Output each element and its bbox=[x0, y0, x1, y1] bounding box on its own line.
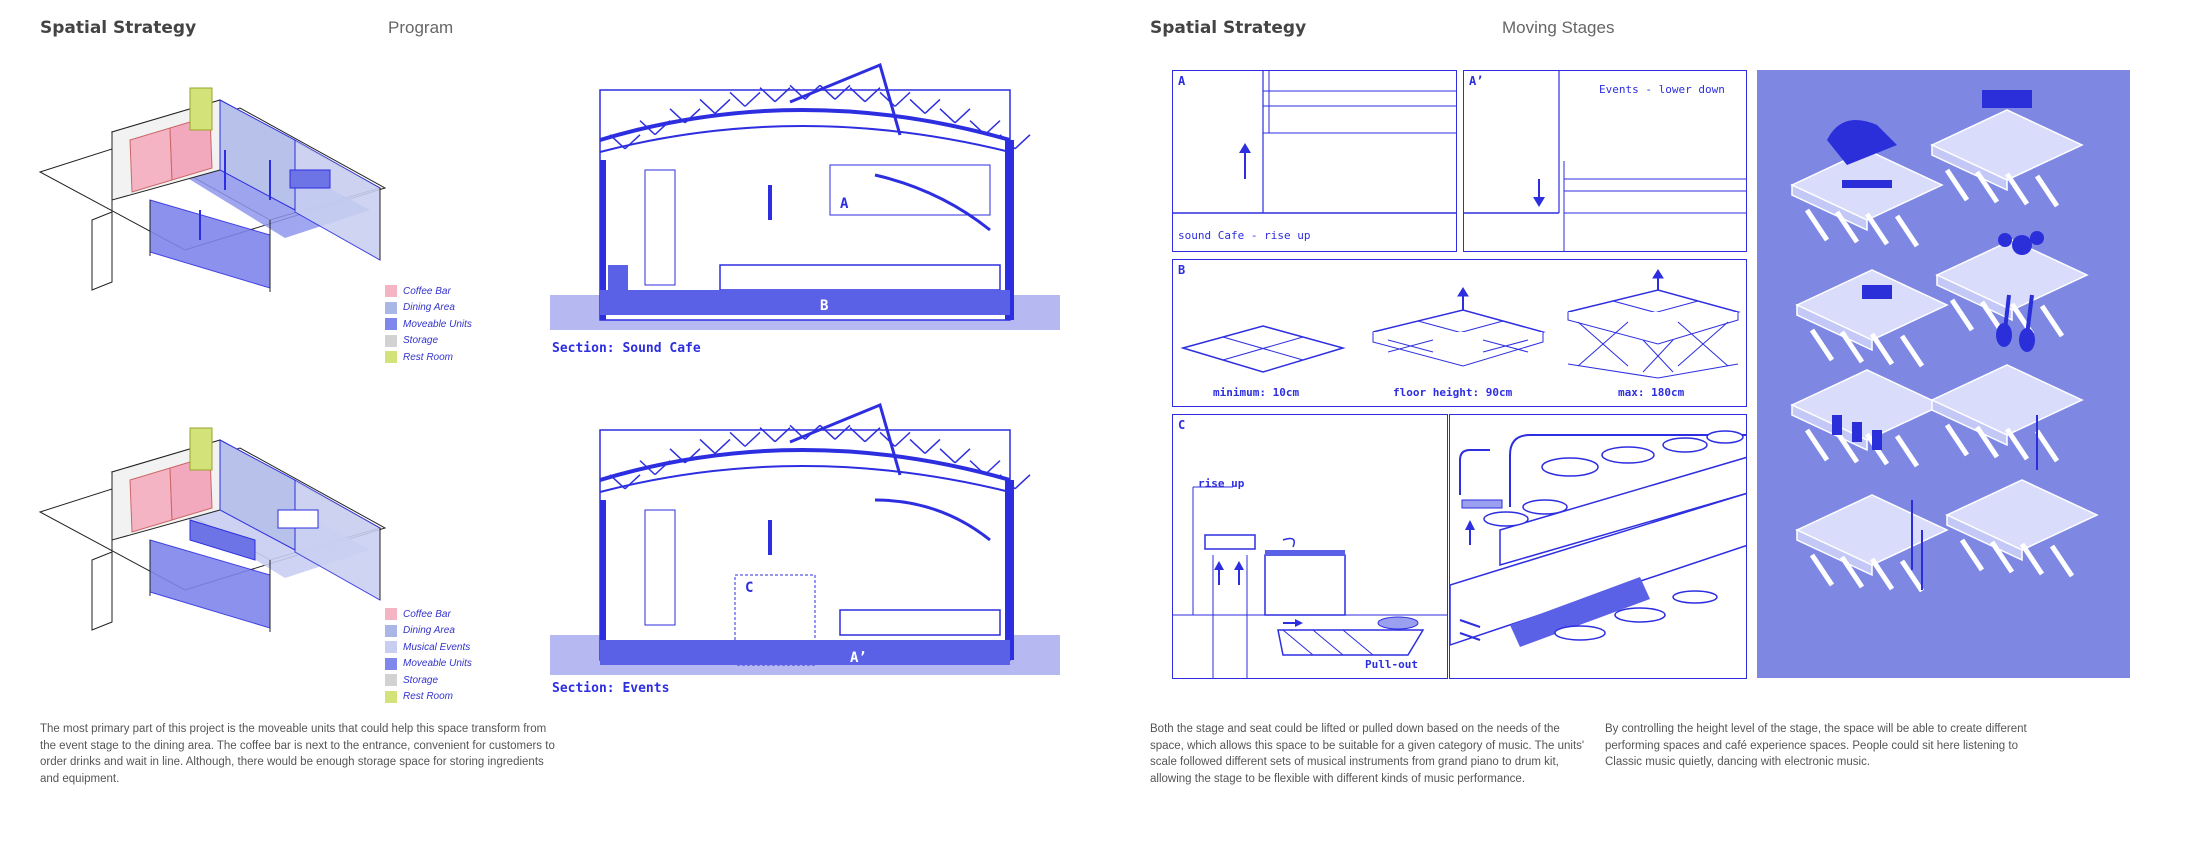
left-body-text: The most primary part of this project is… bbox=[40, 723, 555, 785]
section-mark-b: B bbox=[820, 298, 828, 314]
events-legend-swatch bbox=[385, 690, 397, 703]
platform-max bbox=[1567, 269, 1741, 379]
isometric-stage-render bbox=[1757, 70, 2130, 678]
events-legend-label: Storage bbox=[403, 674, 439, 686]
platform-minimum bbox=[1180, 325, 1346, 373]
sound-cafe-legend-item: Coffee Bar bbox=[385, 283, 472, 300]
drum-kit-icon bbox=[1998, 231, 2044, 255]
panel-b-heights: B minimum: 10cm bbox=[1172, 259, 1747, 407]
events-legend-label: Musical Events bbox=[403, 641, 471, 653]
panel-c-label: C bbox=[1178, 418, 1186, 432]
right-page-subtitle: Moving Stages bbox=[1502, 18, 1615, 37]
right-page-title: Spatial Strategy bbox=[1150, 18, 1307, 38]
events-legend-item: Musical Events bbox=[385, 639, 472, 656]
sound-cafe-legend-label: Rest Room bbox=[403, 351, 454, 363]
panel-b-caption-floor-height: floor height: 90cm bbox=[1393, 386, 1513, 399]
grand-piano-icon bbox=[1827, 120, 1897, 188]
panel-a-prime-caption: Events - lower down bbox=[1599, 83, 1725, 96]
panel-c-pull-caption: Pull-out bbox=[1365, 658, 1418, 671]
sound-cafe-legend-label: Moveable Units bbox=[403, 318, 472, 330]
events-legend-swatch bbox=[385, 641, 397, 654]
events-legend-item: Moveable Units bbox=[385, 656, 472, 673]
sound-cafe-legend-label: Storage bbox=[403, 335, 439, 347]
events-legend-label: Moveable Units bbox=[403, 658, 472, 670]
left-page-subtitle: Program bbox=[388, 18, 454, 37]
guitar-icon bbox=[1996, 294, 2035, 352]
events-legend-item: Dining Area bbox=[385, 623, 472, 640]
keyboard-icon bbox=[1982, 90, 2032, 108]
section-drawing-events: C A’ bbox=[550, 402, 1060, 675]
panel-a-caption: sound Cafe - rise up bbox=[1178, 229, 1311, 242]
sound-cafe-legend-item: Dining Area bbox=[385, 300, 472, 317]
sound-cafe-legend-swatch bbox=[385, 351, 397, 364]
events-legend-swatch bbox=[385, 608, 397, 621]
section-mark-a-prime: A’ bbox=[850, 650, 867, 666]
sound-cafe-legend-label: Coffee Bar bbox=[403, 285, 451, 297]
sound-cafe-legend-label: Dining Area bbox=[403, 302, 455, 314]
panel-a-prime-label: A’ bbox=[1469, 74, 1484, 88]
keyboard-stand-icon bbox=[1862, 285, 1892, 299]
events-legend-item: Coffee Bar bbox=[385, 606, 472, 623]
section-drawing-sound-cafe: A B bbox=[550, 62, 1060, 330]
events-legend-swatch bbox=[385, 674, 397, 687]
events-legend-swatch bbox=[385, 624, 397, 637]
sound-cafe-legend-item: Storage bbox=[385, 333, 472, 350]
sound-cafe-legend-item: Moveable Units bbox=[385, 316, 472, 333]
sound-cafe-legend-swatch bbox=[385, 334, 397, 347]
sound-cafe-legend-item: Rest Room bbox=[385, 349, 472, 366]
events-legend-label: Rest Room bbox=[403, 691, 454, 703]
right-body-text-2: By controlling the height level of the s… bbox=[1605, 723, 2027, 768]
chairs-icon bbox=[1832, 415, 1882, 450]
events-legend-item: Rest Room bbox=[385, 689, 472, 706]
sound-cafe-legend-swatch bbox=[385, 285, 397, 298]
panel-b-caption-minimum: minimum: 10cm bbox=[1213, 386, 1300, 399]
section-label-sound-cafe: Section: Sound Cafe bbox=[552, 341, 701, 356]
panel-c-perspective bbox=[1449, 414, 1747, 679]
panel-a-label: A bbox=[1178, 74, 1186, 88]
section-mark-c: C bbox=[745, 580, 753, 596]
sound-cafe-legend-swatch bbox=[385, 301, 397, 314]
panel-b-label: B bbox=[1178, 263, 1186, 277]
events-legend-label: Coffee Bar bbox=[403, 608, 451, 620]
panel-a-prime-events: A’ Events - lower down bbox=[1463, 70, 1747, 252]
right-body-text-1: Both the stage and seat could be lifted … bbox=[1150, 723, 1585, 785]
panel-a-sound-cafe: A sound Cafe - rise up bbox=[1172, 70, 1457, 252]
axonometric-plan-events bbox=[38, 427, 387, 632]
microphone-stand-icon bbox=[1911, 415, 2038, 590]
panel-c-rise-caption: rise up bbox=[1198, 477, 1245, 490]
section-mark-a: A bbox=[840, 196, 849, 212]
panel-b-caption-max: max: 180cm bbox=[1618, 386, 1685, 399]
section-label-events: Section: Events bbox=[552, 681, 670, 696]
axonometric-plan-sound-cafe bbox=[38, 87, 387, 292]
left-page-title: Spatial Strategy bbox=[40, 18, 197, 38]
platform-floor-height bbox=[1372, 287, 1546, 367]
events-legend-swatch bbox=[385, 657, 397, 670]
panel-c-detail: C rise up Pull-out bbox=[1172, 414, 1448, 679]
events-legend-label: Dining Area bbox=[403, 625, 455, 637]
events-legend-item: Storage bbox=[385, 672, 472, 689]
sound-cafe-legend-swatch bbox=[385, 318, 397, 331]
